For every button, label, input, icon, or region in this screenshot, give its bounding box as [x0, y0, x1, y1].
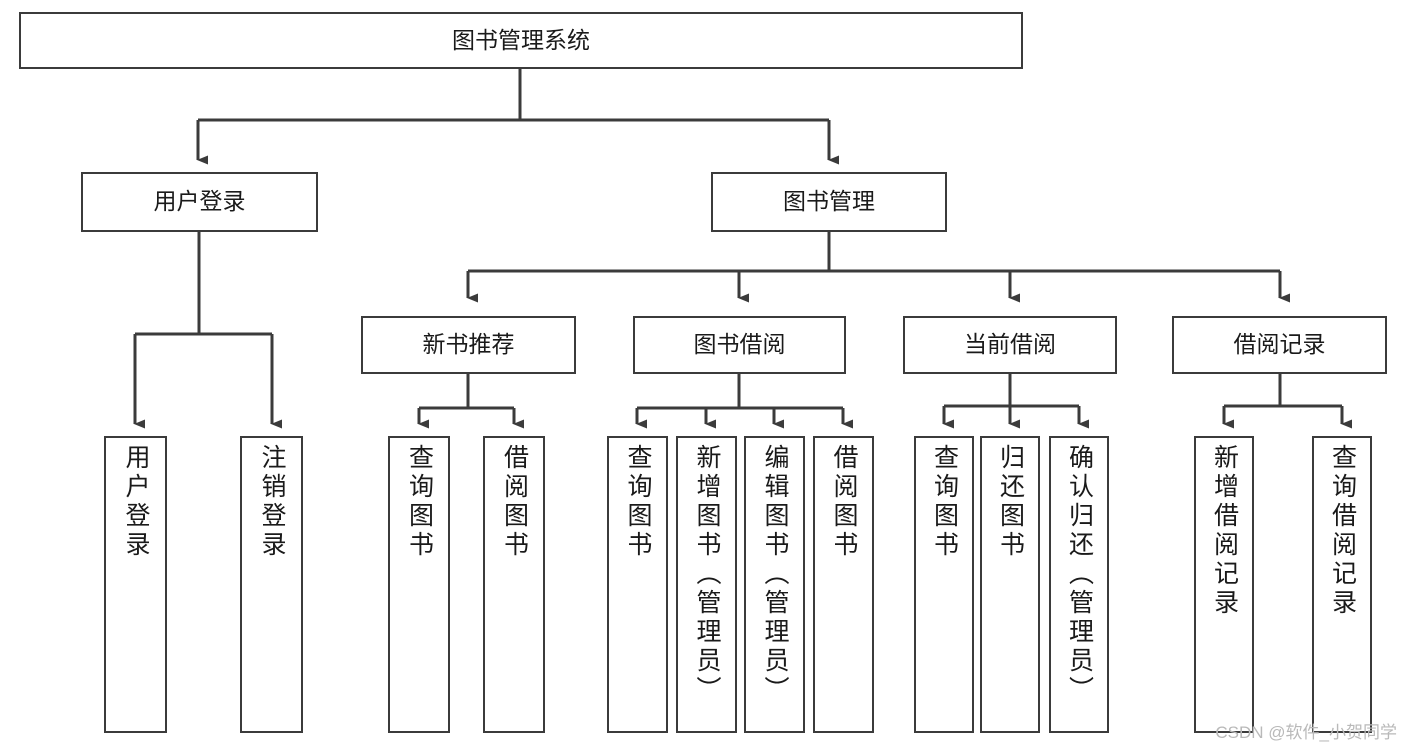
node-leaf-query-book-cb-label: 查询图书 — [930, 444, 959, 560]
watermark: CSDN @软件_小贺同学 — [1215, 723, 1397, 742]
node-leaf-add-book[interactable]: 新增图书（管理员） — [676, 436, 737, 733]
node-leaf-user-login-label: 用户登录 — [122, 444, 150, 560]
node-new-book-rec[interactable]: 新书推荐 — [361, 316, 576, 374]
node-leaf-edit-book[interactable]: 编辑图书（管理员） — [744, 436, 805, 733]
node-leaf-user-logout[interactable]: 注销登录 — [240, 436, 303, 733]
node-leaf-confirm-return-label: 确认归还（管理员） — [1065, 444, 1094, 705]
node-book-borrow[interactable]: 图书借阅 — [633, 316, 846, 374]
node-leaf-return-book[interactable]: 归还图书 — [980, 436, 1040, 733]
node-borrow-record[interactable]: 借阅记录 — [1172, 316, 1387, 374]
node-user-login[interactable]: 用户登录 — [81, 172, 318, 232]
node-leaf-borrow-book-rec-label: 借阅图书 — [500, 444, 529, 560]
node-leaf-user-login[interactable]: 用户登录 — [104, 436, 167, 733]
node-leaf-add-record-label: 新增借阅记录 — [1210, 444, 1239, 618]
node-leaf-query-book-rec-label: 查询图书 — [405, 444, 434, 560]
node-root-label: 图书管理系统 — [452, 26, 590, 53]
node-leaf-borrow-book-bb[interactable]: 借阅图书 — [813, 436, 874, 733]
node-leaf-query-book-rec[interactable]: 查询图书 — [388, 436, 450, 733]
node-leaf-query-record-label: 查询借阅记录 — [1328, 444, 1357, 618]
node-current-borrow-label: 当前借阅 — [964, 331, 1056, 358]
node-leaf-edit-book-label: 编辑图书（管理员） — [761, 444, 789, 705]
node-leaf-add-book-label: 新增图书（管理员） — [693, 444, 721, 705]
node-leaf-borrow-book-rec[interactable]: 借阅图书 — [483, 436, 545, 733]
node-leaf-return-book-label: 归还图书 — [996, 444, 1025, 560]
node-book-manage-label: 图书管理 — [783, 188, 875, 215]
node-book-borrow-label: 图书借阅 — [693, 331, 786, 358]
node-leaf-query-record[interactable]: 查询借阅记录 — [1312, 436, 1372, 733]
node-leaf-user-logout-label: 注销登录 — [258, 444, 286, 560]
node-leaf-query-book-bb[interactable]: 查询图书 — [607, 436, 668, 733]
node-leaf-add-record[interactable]: 新增借阅记录 — [1194, 436, 1254, 733]
node-leaf-query-book-bb-label: 查询图书 — [624, 444, 652, 560]
node-user-login-label: 用户登录 — [153, 188, 246, 215]
node-new-book-rec-label: 新书推荐 — [422, 331, 515, 358]
node-book-manage[interactable]: 图书管理 — [711, 172, 947, 232]
node-leaf-borrow-book-bb-label: 借阅图书 — [830, 444, 858, 560]
node-leaf-confirm-return[interactable]: 确认归还（管理员） — [1049, 436, 1109, 733]
node-root[interactable]: 图书管理系统 — [19, 12, 1023, 69]
node-current-borrow[interactable]: 当前借阅 — [903, 316, 1117, 374]
node-leaf-query-book-cb[interactable]: 查询图书 — [914, 436, 974, 733]
node-borrow-record-label: 借阅记录 — [1233, 331, 1326, 358]
